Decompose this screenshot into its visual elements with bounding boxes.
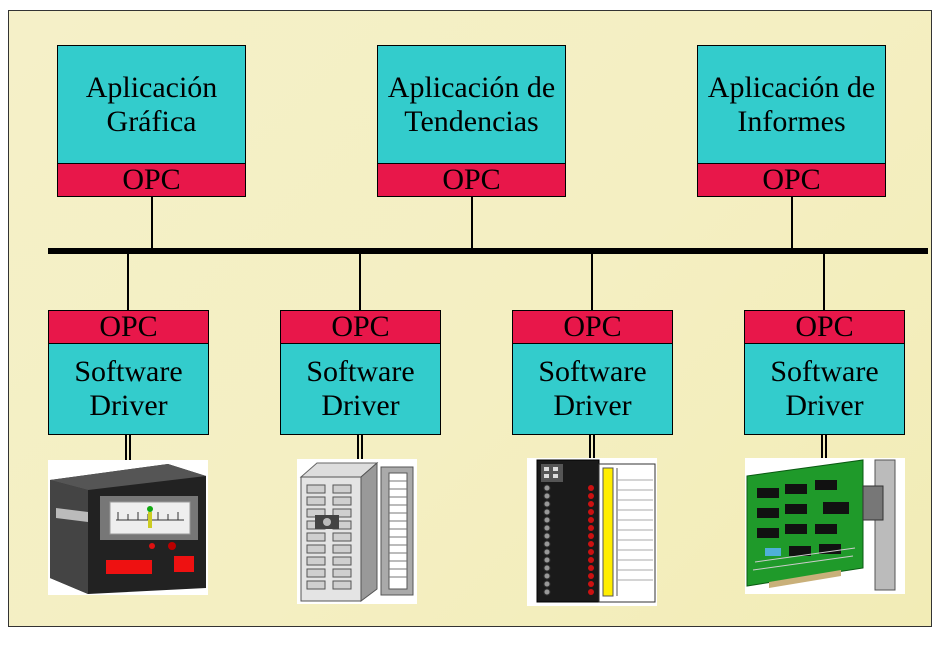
app-label-line2: Gráfica xyxy=(106,104,197,138)
driver-label-line1: Software xyxy=(538,355,647,388)
app-connector xyxy=(151,197,153,249)
plc-module-icon xyxy=(297,459,417,604)
driver-connector xyxy=(591,254,593,310)
driver-connector xyxy=(127,254,129,310)
app-label-line2: Informes xyxy=(737,104,846,138)
opc-label: OPC xyxy=(49,311,208,344)
driver-label-line1: Software xyxy=(770,355,879,388)
opc-label: OPC xyxy=(58,163,245,196)
driver-connector xyxy=(823,254,825,310)
opc-label: OPC xyxy=(745,311,904,344)
driver-label-line2: Driver xyxy=(321,389,400,422)
io-terminal-block-icon xyxy=(527,458,657,606)
driver-connector xyxy=(359,254,361,310)
driver-label-line1: Software xyxy=(74,355,183,388)
app-label-line1: Aplicación de xyxy=(387,70,556,104)
driver-label-line2: Driver xyxy=(785,389,864,422)
app-label-line2: Tendencias xyxy=(404,104,539,138)
app-connector xyxy=(791,197,793,249)
communication-bus xyxy=(48,248,928,254)
interface-card-icon xyxy=(745,458,905,594)
app-connector xyxy=(471,197,473,249)
opc-label: OPC xyxy=(698,163,885,196)
panel-meter-icon xyxy=(48,460,208,595)
driver-label-line2: Driver xyxy=(89,389,168,422)
device-connector xyxy=(589,435,595,460)
device-connector xyxy=(821,435,827,460)
device-connector xyxy=(357,435,363,460)
driver-label-line1: Software xyxy=(306,355,415,388)
app-label-line1: Aplicación xyxy=(85,70,218,104)
device-connector xyxy=(125,435,131,460)
app-label-line1: Aplicación de xyxy=(707,70,876,104)
opc-label: OPC xyxy=(513,311,672,344)
driver-label-line2: Driver xyxy=(553,389,632,422)
opc-label: OPC xyxy=(378,163,565,196)
opc-label: OPC xyxy=(281,311,440,344)
